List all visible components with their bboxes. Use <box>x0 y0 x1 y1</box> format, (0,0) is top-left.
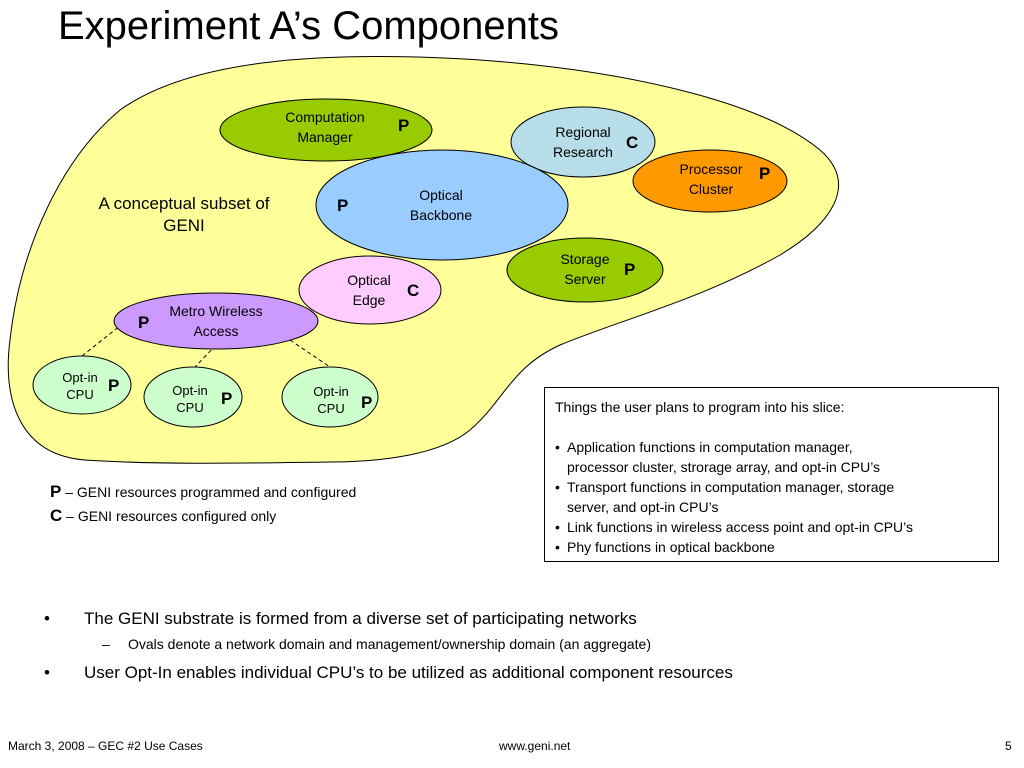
legend-p-text: – GENI resources programmed and configur… <box>65 484 357 500</box>
processor-cluster-mark: P <box>759 164 771 183</box>
optin-cpu-2-mark: P <box>221 389 233 408</box>
optin-cpu-3-mark: P <box>361 393 373 412</box>
slice-plan-heading: Things the user plans to program into hi… <box>555 399 845 415</box>
slice-plan-list: •Application functions in computation ma… <box>555 437 989 557</box>
bullet-substrate: •The GENI substrate is formed from a div… <box>44 609 637 628</box>
bullet-opt-in: •User Opt-In enables individual CPU’s to… <box>44 663 733 682</box>
metro-wireless-mark: P <box>138 313 150 332</box>
regional-research-mark: C <box>626 133 639 152</box>
opt-in-links <box>81 309 331 368</box>
footer-date: March 3, 2008 – GEC #2 Use Cases <box>8 739 203 753</box>
slice-plan-item: •Link functions in wireless access point… <box>555 519 914 535</box>
optin-cpu-1-mark: P <box>108 376 120 395</box>
slide-title: Experiment A’s Components <box>58 4 559 48</box>
subset-label: A conceptual subset of GENI <box>98 194 270 235</box>
regional-research-oval <box>510 106 656 178</box>
storage-server-mark: P <box>624 260 636 279</box>
page-number: 5 <box>1005 739 1012 753</box>
link-metro-cpu2 <box>194 344 217 368</box>
computation-manager-oval <box>219 98 433 162</box>
storage-server-oval <box>506 237 664 303</box>
optical-backbone-oval <box>315 149 569 261</box>
optical-edge-mark: C <box>407 281 420 300</box>
link-metro-cpu1 <box>81 309 141 357</box>
slice-plan-item: •Application functions in computation ma… <box>555 439 881 475</box>
metro-wireless-oval <box>113 292 319 350</box>
optical-backbone-mark: P <box>337 196 349 215</box>
processor-cluster-oval <box>632 149 788 213</box>
legend-c-key: C <box>50 506 63 525</box>
optin-cpu-2-oval <box>143 366 243 428</box>
optin-cpu-3-oval <box>281 366 379 428</box>
computation-manager-mark: P <box>398 116 410 135</box>
legend-c-text: – GENI resources configured only <box>66 508 277 524</box>
footer-url[interactable]: www.geni.net <box>499 739 571 753</box>
slice-plan-box: Things the user plans to program into hi… <box>544 387 999 562</box>
legend-p-key: P <box>50 482 62 501</box>
optical-edge-oval <box>298 255 442 325</box>
legend-p: P – GENI resources programmed and config… <box>50 482 356 502</box>
optin-cpu-1-oval <box>32 355 132 415</box>
slice-plan-item: •Phy functions in optical backbone <box>555 539 775 555</box>
link-metro-cpu3 <box>289 339 331 368</box>
slide-bullets: •The GENI substrate is formed from a div… <box>40 608 1000 690</box>
bullet-ovals: –Ovals denote a network domain and manag… <box>102 636 651 652</box>
legend-c: C – GENI resources configured only <box>50 506 276 526</box>
slice-plan-item: •Transport functions in computation mana… <box>555 479 895 515</box>
